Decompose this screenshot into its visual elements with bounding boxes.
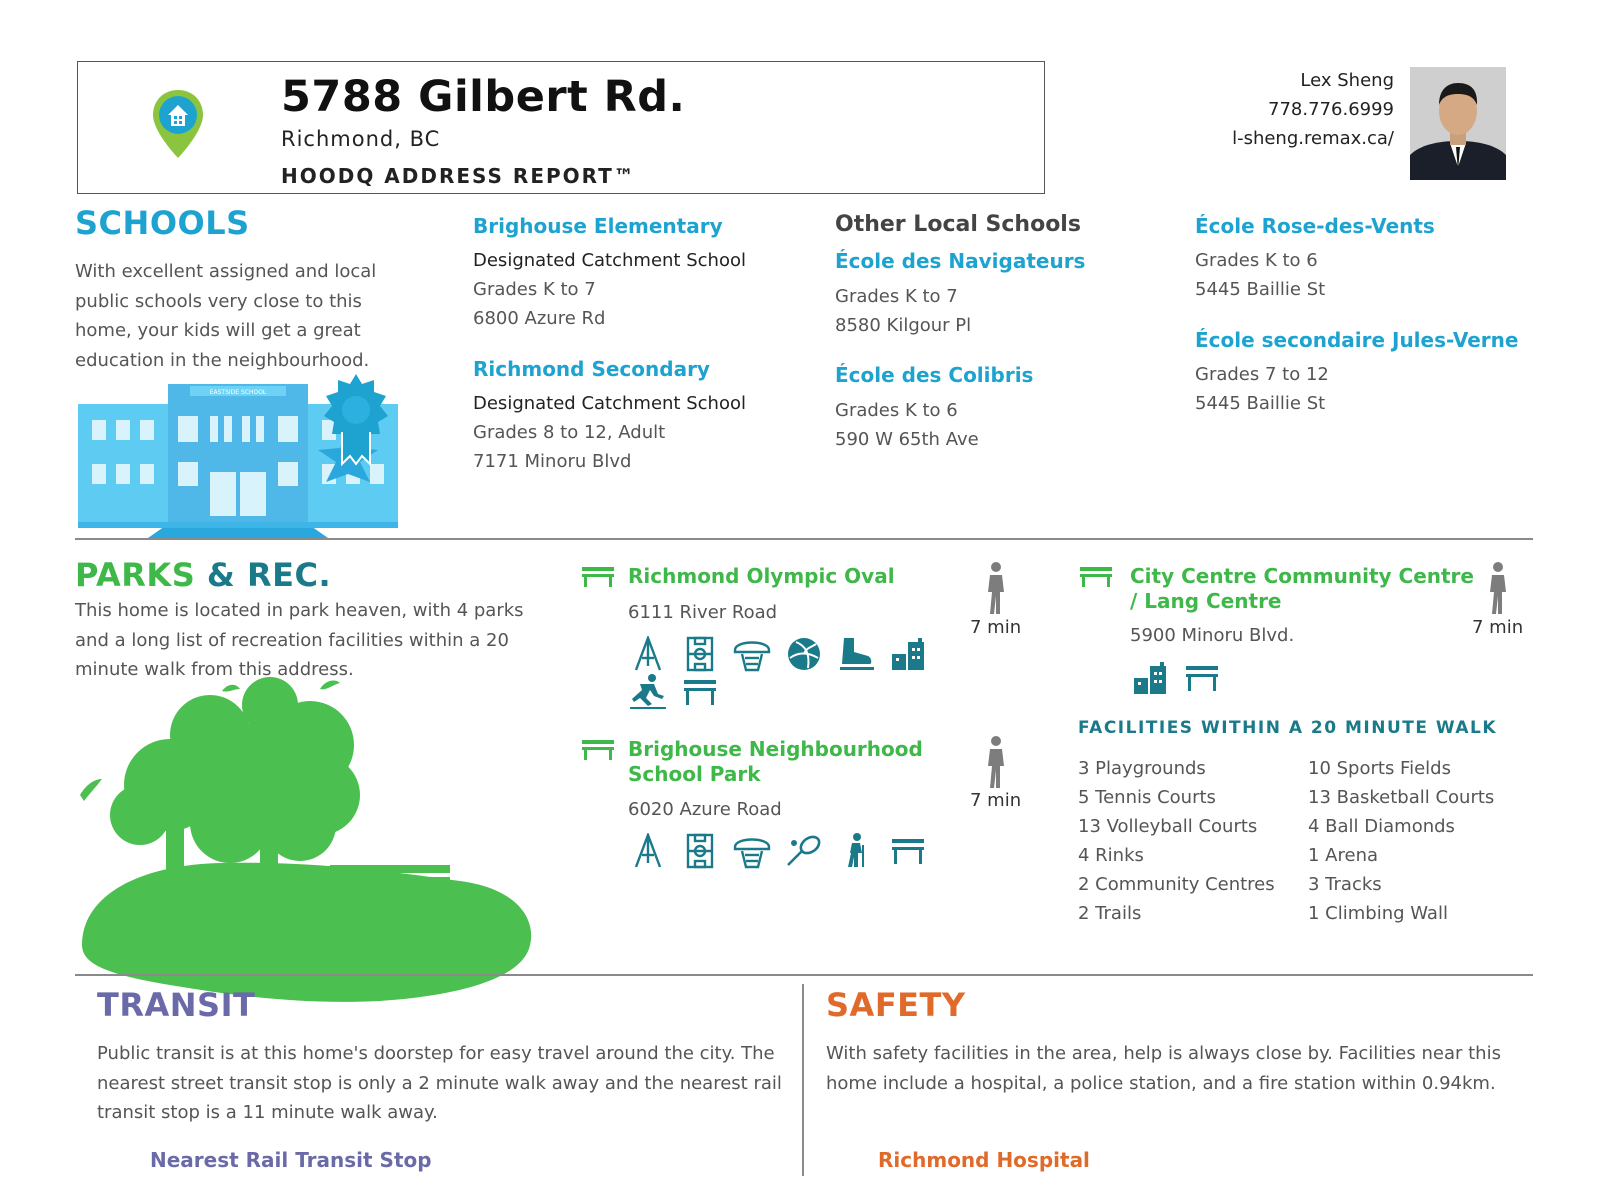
school-grades: Grades K to 6: [835, 400, 958, 421]
agent-photo: [1410, 67, 1506, 180]
bench-icon: [684, 680, 716, 705]
walking-person-icon: [988, 562, 1004, 614]
park-bench-icon: [1080, 567, 1112, 587]
park-address: 6111 River Road: [628, 602, 778, 623]
walk-time: 7 min: [970, 790, 1022, 811]
home-location-pin-icon: [153, 90, 203, 158]
community-centre-icon: [1134, 662, 1166, 694]
transit-description: Public transit is at this home's doorste…: [97, 1043, 782, 1123]
school-address: 5445 Baillie St: [1195, 393, 1326, 414]
school-grades: Grades K to 7: [835, 286, 958, 307]
school-grades: Grades 7 to 12: [1195, 364, 1329, 385]
sports-field-icon: [686, 833, 714, 869]
park-name: Brighouse Neighbourhood: [628, 737, 923, 761]
parks-section-title: PARKS & REC.: [75, 556, 332, 594]
parks-description: This home is located in park heaven, wit…: [75, 600, 524, 680]
award-ribbon-icon: [324, 374, 388, 467]
school-name: École secondaire Jules-Verne: [1195, 328, 1519, 352]
park-name-line2: / Lang Centre: [1130, 589, 1282, 613]
facility-item: 3 Tracks: [1308, 874, 1382, 895]
facility-item: 1 Arena: [1308, 845, 1379, 866]
sports-field-icon: [686, 636, 714, 672]
walk-time: 7 min: [1472, 617, 1524, 638]
agent-website-link[interactable]: l-sheng.remax.ca/: [1232, 128, 1394, 149]
school-name: École Rose-des-Vents: [1195, 214, 1435, 238]
facility-item: 4 Rinks: [1078, 845, 1144, 866]
facility-item: 2 Trails: [1078, 903, 1142, 924]
svg-text:EASTSIDE SCHOOL: EASTSIDE SCHOOL: [210, 389, 267, 396]
transit-subheading: Nearest Rail Transit Stop: [150, 1148, 432, 1172]
school-address: 590 W 65th Ave: [835, 429, 979, 450]
report-title: HOODQ ADDRESS REPORT™: [281, 164, 636, 188]
facility-item: 13 Volleyball Courts: [1078, 816, 1258, 837]
safety-description: With safety facilities in the area, help…: [826, 1043, 1501, 1094]
bench-icon: [892, 839, 924, 864]
school-address: 6800 Azure Rd: [473, 308, 606, 329]
bench-icon: [1186, 666, 1218, 691]
column-divider: [802, 984, 804, 1176]
safety-section-title: SAFETY: [826, 986, 966, 1024]
school-designation: Designated Catchment School: [473, 393, 746, 414]
park-name: City Centre Community Centre: [1130, 564, 1474, 588]
property-city: Richmond, BC: [281, 127, 441, 151]
school-designation: Designated Catchment School: [473, 250, 746, 271]
playground-icon: [634, 833, 662, 868]
agent-phone[interactable]: 778.776.6999: [1268, 99, 1394, 120]
park-bench-icon: [582, 567, 614, 587]
facility-item: 4 Ball Diamonds: [1308, 816, 1455, 837]
park-name: Richmond Olympic Oval: [628, 564, 895, 588]
trail-icon: [848, 833, 864, 867]
facilities-heading: FACILITIES WITHIN A 20 MINUTE WALK: [1078, 718, 1498, 738]
park-bench-icon: [582, 740, 614, 760]
section-divider: [75, 538, 1533, 540]
agent-name: Lex Sheng: [1300, 70, 1394, 91]
walk-time: 7 min: [970, 617, 1022, 638]
tennis-icon: [787, 835, 821, 866]
track-icon: [630, 674, 666, 709]
facility-item: 13 Basketball Courts: [1308, 787, 1495, 808]
school-address: 7171 Minoru Blvd: [473, 451, 632, 472]
school-grades: Grades 8 to 12, Adult: [473, 422, 666, 443]
park-address: 5900 Minoru Blvd.: [1130, 625, 1295, 646]
property-address: 5788 Gilbert Rd.: [281, 72, 686, 122]
facility-item: 5 Tennis Courts: [1078, 787, 1216, 808]
facility-item: 3 Playgrounds: [1078, 758, 1206, 779]
school-address: 8580 Kilgour Pl: [835, 315, 972, 336]
transit-section-title: TRANSIT: [97, 986, 256, 1024]
schools-section-title: SCHOOLS: [75, 204, 250, 242]
facility-item: 2 Community Centres: [1078, 874, 1275, 895]
school-grades: Grades K to 7: [473, 279, 596, 300]
schools-description: With excellent assigned and local public…: [75, 261, 377, 371]
skate-icon: [840, 638, 874, 670]
school-name: Brighouse Elementary: [473, 214, 723, 238]
community-centre-icon: [892, 638, 924, 670]
facility-item: 1 Climbing Wall: [1308, 903, 1448, 924]
basketball-icon: [733, 838, 771, 869]
section-divider: [75, 974, 1533, 976]
basketball-icon: [733, 641, 771, 672]
school-grades: Grades K to 6: [1195, 250, 1318, 271]
school-name: Richmond Secondary: [473, 357, 710, 381]
other-schools-heading: Other Local Schools: [835, 212, 1081, 237]
school-name: École des Colibris: [835, 363, 1034, 387]
playground-icon: [634, 636, 662, 671]
school-address: 5445 Baillie St: [1195, 279, 1326, 300]
walking-person-icon: [1490, 562, 1506, 614]
volleyball-icon: [788, 638, 820, 670]
park-tree-bench-illustration: [80, 677, 532, 1002]
walking-person-icon: [988, 736, 1004, 788]
address-header-box: [77, 61, 1045, 194]
safety-subheading: Richmond Hospital: [878, 1148, 1090, 1172]
park-name-line2: School Park: [628, 762, 761, 786]
facility-item: 10 Sports Fields: [1308, 758, 1451, 779]
school-name: École des Navigateurs: [835, 249, 1086, 273]
park-address: 6020 Azure Road: [628, 799, 782, 820]
